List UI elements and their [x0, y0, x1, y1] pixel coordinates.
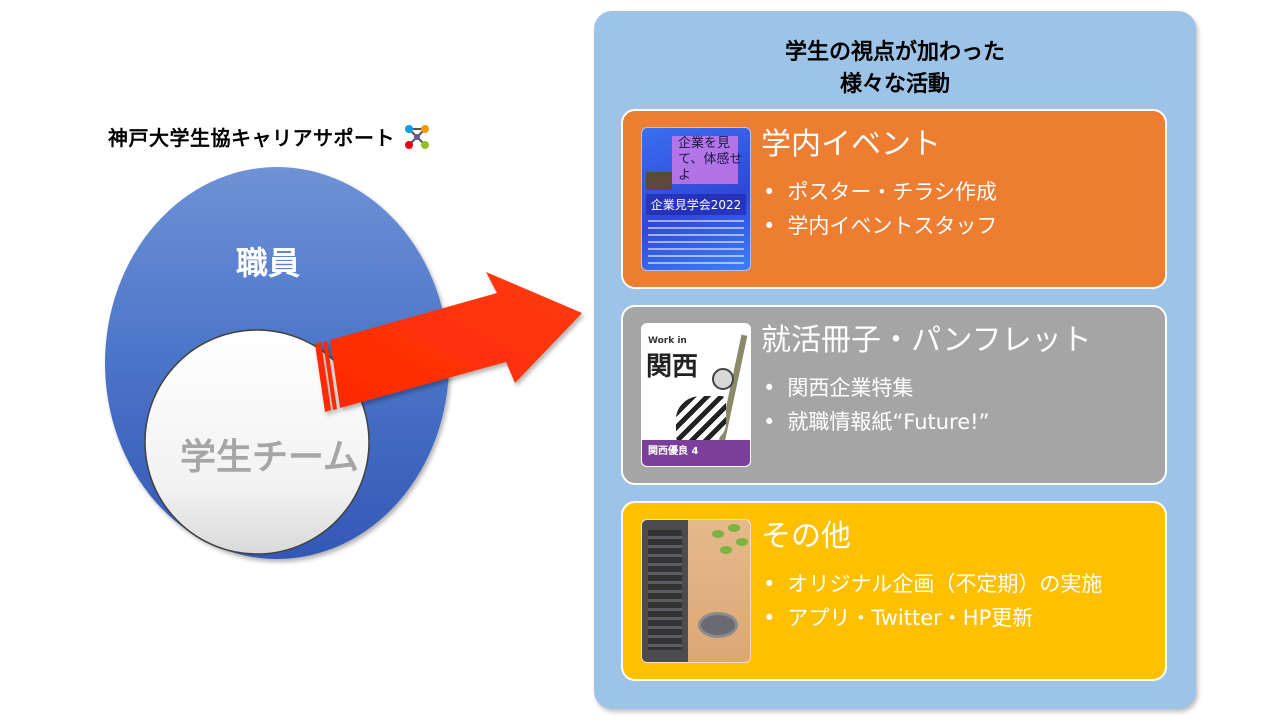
panel-title-line1: 学生の視点が加わった	[784, 40, 1005, 65]
list-item: 関西企業特集	[763, 371, 989, 405]
list-item: オリジナル企画（不定期）の実施	[763, 567, 1102, 601]
staff-oval	[105, 167, 449, 559]
activities-panel: 学生の視点が加わった 様々な活動 企業を見て、体感せよ 企業見学会2022 学内…	[594, 11, 1196, 709]
list-item: 学内イベントスタッフ	[763, 209, 997, 243]
poster-headline: 企業を見て、体感せよ	[678, 136, 743, 183]
card-campus-events: 企業を見て、体感せよ 企業見学会2022 学内イベント ポスター・チラシ作成 学…	[621, 109, 1167, 289]
staff-student-diagram	[105, 167, 582, 559]
booklet-cover-image: Work in 関西 関西優良 4	[641, 323, 751, 467]
event-poster-image: 企業を見て、体感せよ 企業見学会2022	[641, 127, 751, 271]
influence-arrow	[315, 272, 582, 412]
list-item: アプリ・Twitter・HP更新	[763, 601, 1102, 635]
list-item: ポスター・チラシ作成	[763, 175, 997, 209]
events-list: ポスター・チラシ作成 学内イベントスタッフ	[763, 175, 997, 243]
org-name: 神戸大学生協キャリアサポート	[108, 126, 395, 150]
student-team-label: 学生チーム	[180, 437, 359, 478]
card-title-other: その他	[761, 519, 851, 554]
cover-kansai: 関西	[646, 352, 699, 382]
desk-photo-image	[641, 519, 751, 663]
card-booklets: Work in 関西 関西優良 4 就活冊子・パンフレット 関西企業特集 就職情…	[621, 305, 1167, 485]
card-other: その他 オリジナル企画（不定期）の実施 アプリ・Twitter・HP更新	[621, 501, 1167, 681]
booklets-list: 関西企業特集 就職情報紙“Future!”	[763, 371, 989, 439]
staff-label: 職員	[236, 244, 301, 282]
mouse-shape	[698, 612, 738, 638]
panel-title: 学生の視点が加わった 様々な活動	[594, 37, 1196, 101]
coop-logo-icon	[405, 124, 429, 149]
org-title: 神戸大学生協キャリアサポート	[108, 122, 431, 151]
cover-work-in: Work in	[648, 336, 687, 346]
panel-title-line2: 様々な活動	[839, 72, 950, 97]
cover-band-text: 関西優良 4	[648, 446, 699, 457]
list-item: 就職情報紙“Future!”	[763, 405, 989, 439]
poster-event-name: 企業見学会2022	[646, 194, 746, 215]
card-title-booklets: 就活冊子・パンフレット	[761, 323, 1092, 358]
other-list: オリジナル企画（不定期）の実施 アプリ・Twitter・HP更新	[763, 567, 1102, 635]
card-title-events: 学内イベント	[761, 127, 941, 162]
